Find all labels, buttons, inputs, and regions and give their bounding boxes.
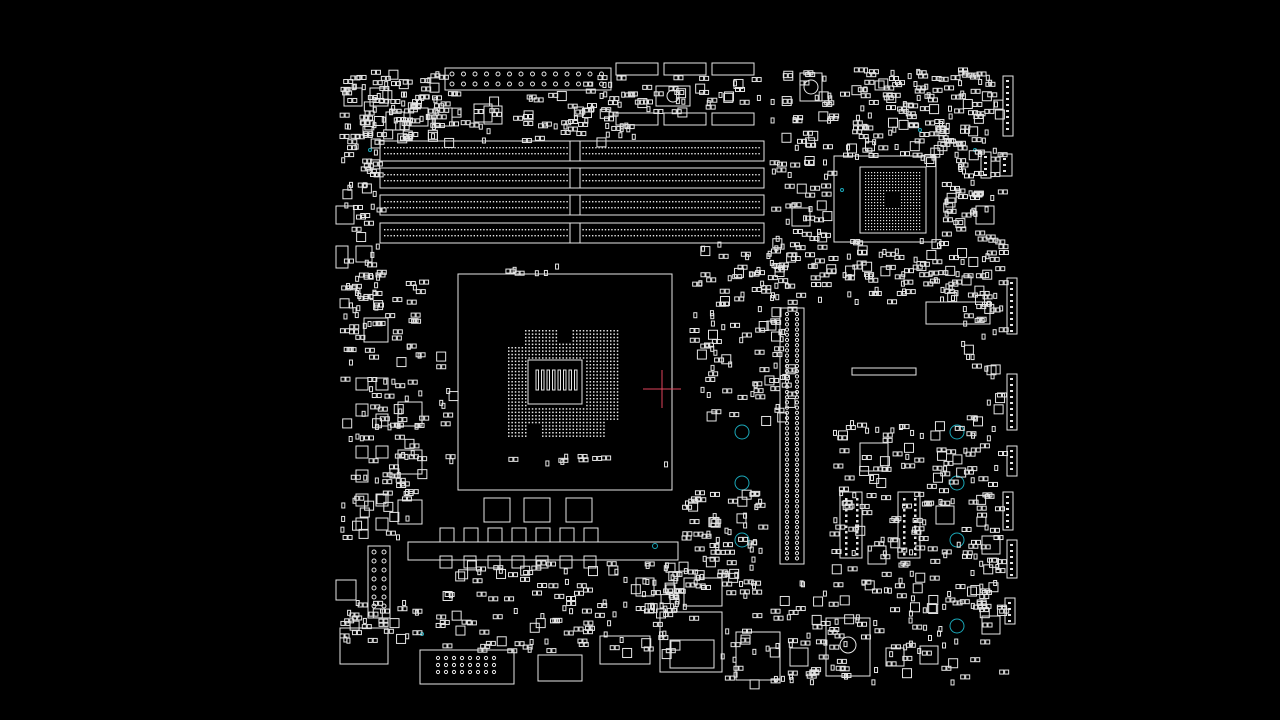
dimm-slot-b2[interactable] [379,222,765,244]
cpu-socket-pad-array [508,330,619,437]
dimm-slot-a2[interactable] [379,167,765,189]
io-port-hdmi[interactable] [537,654,583,682]
right-edge-headers[interactable] [980,75,1018,625]
io-port-usb[interactable] [735,631,781,681]
dimm-slot-a1[interactable] [379,140,765,162]
vrm-bottom-chokes [343,87,599,569]
top-small-connectors [615,62,755,126]
left-edge-headers[interactable] [335,245,391,619]
m2-slot[interactable] [851,367,917,376]
cpu-socket[interactable] [457,273,673,491]
cursor-crosshair [643,370,681,408]
io-port-vga[interactable] [599,635,651,665]
io-port-dvi[interactable] [419,649,515,685]
io-port-lan[interactable] [659,611,723,673]
vrm-left-mosfets [355,317,423,531]
passive-components [335,67,1010,690]
io-port-left[interactable] [339,627,389,665]
dimm-slot-b1[interactable] [379,194,765,216]
super-io-chip [859,301,991,472]
top-power-header[interactable] [444,67,612,91]
lan-controller-chip [683,577,723,607]
chipset-pch[interactable] [833,155,937,243]
pcie-slot[interactable] [407,541,679,561]
